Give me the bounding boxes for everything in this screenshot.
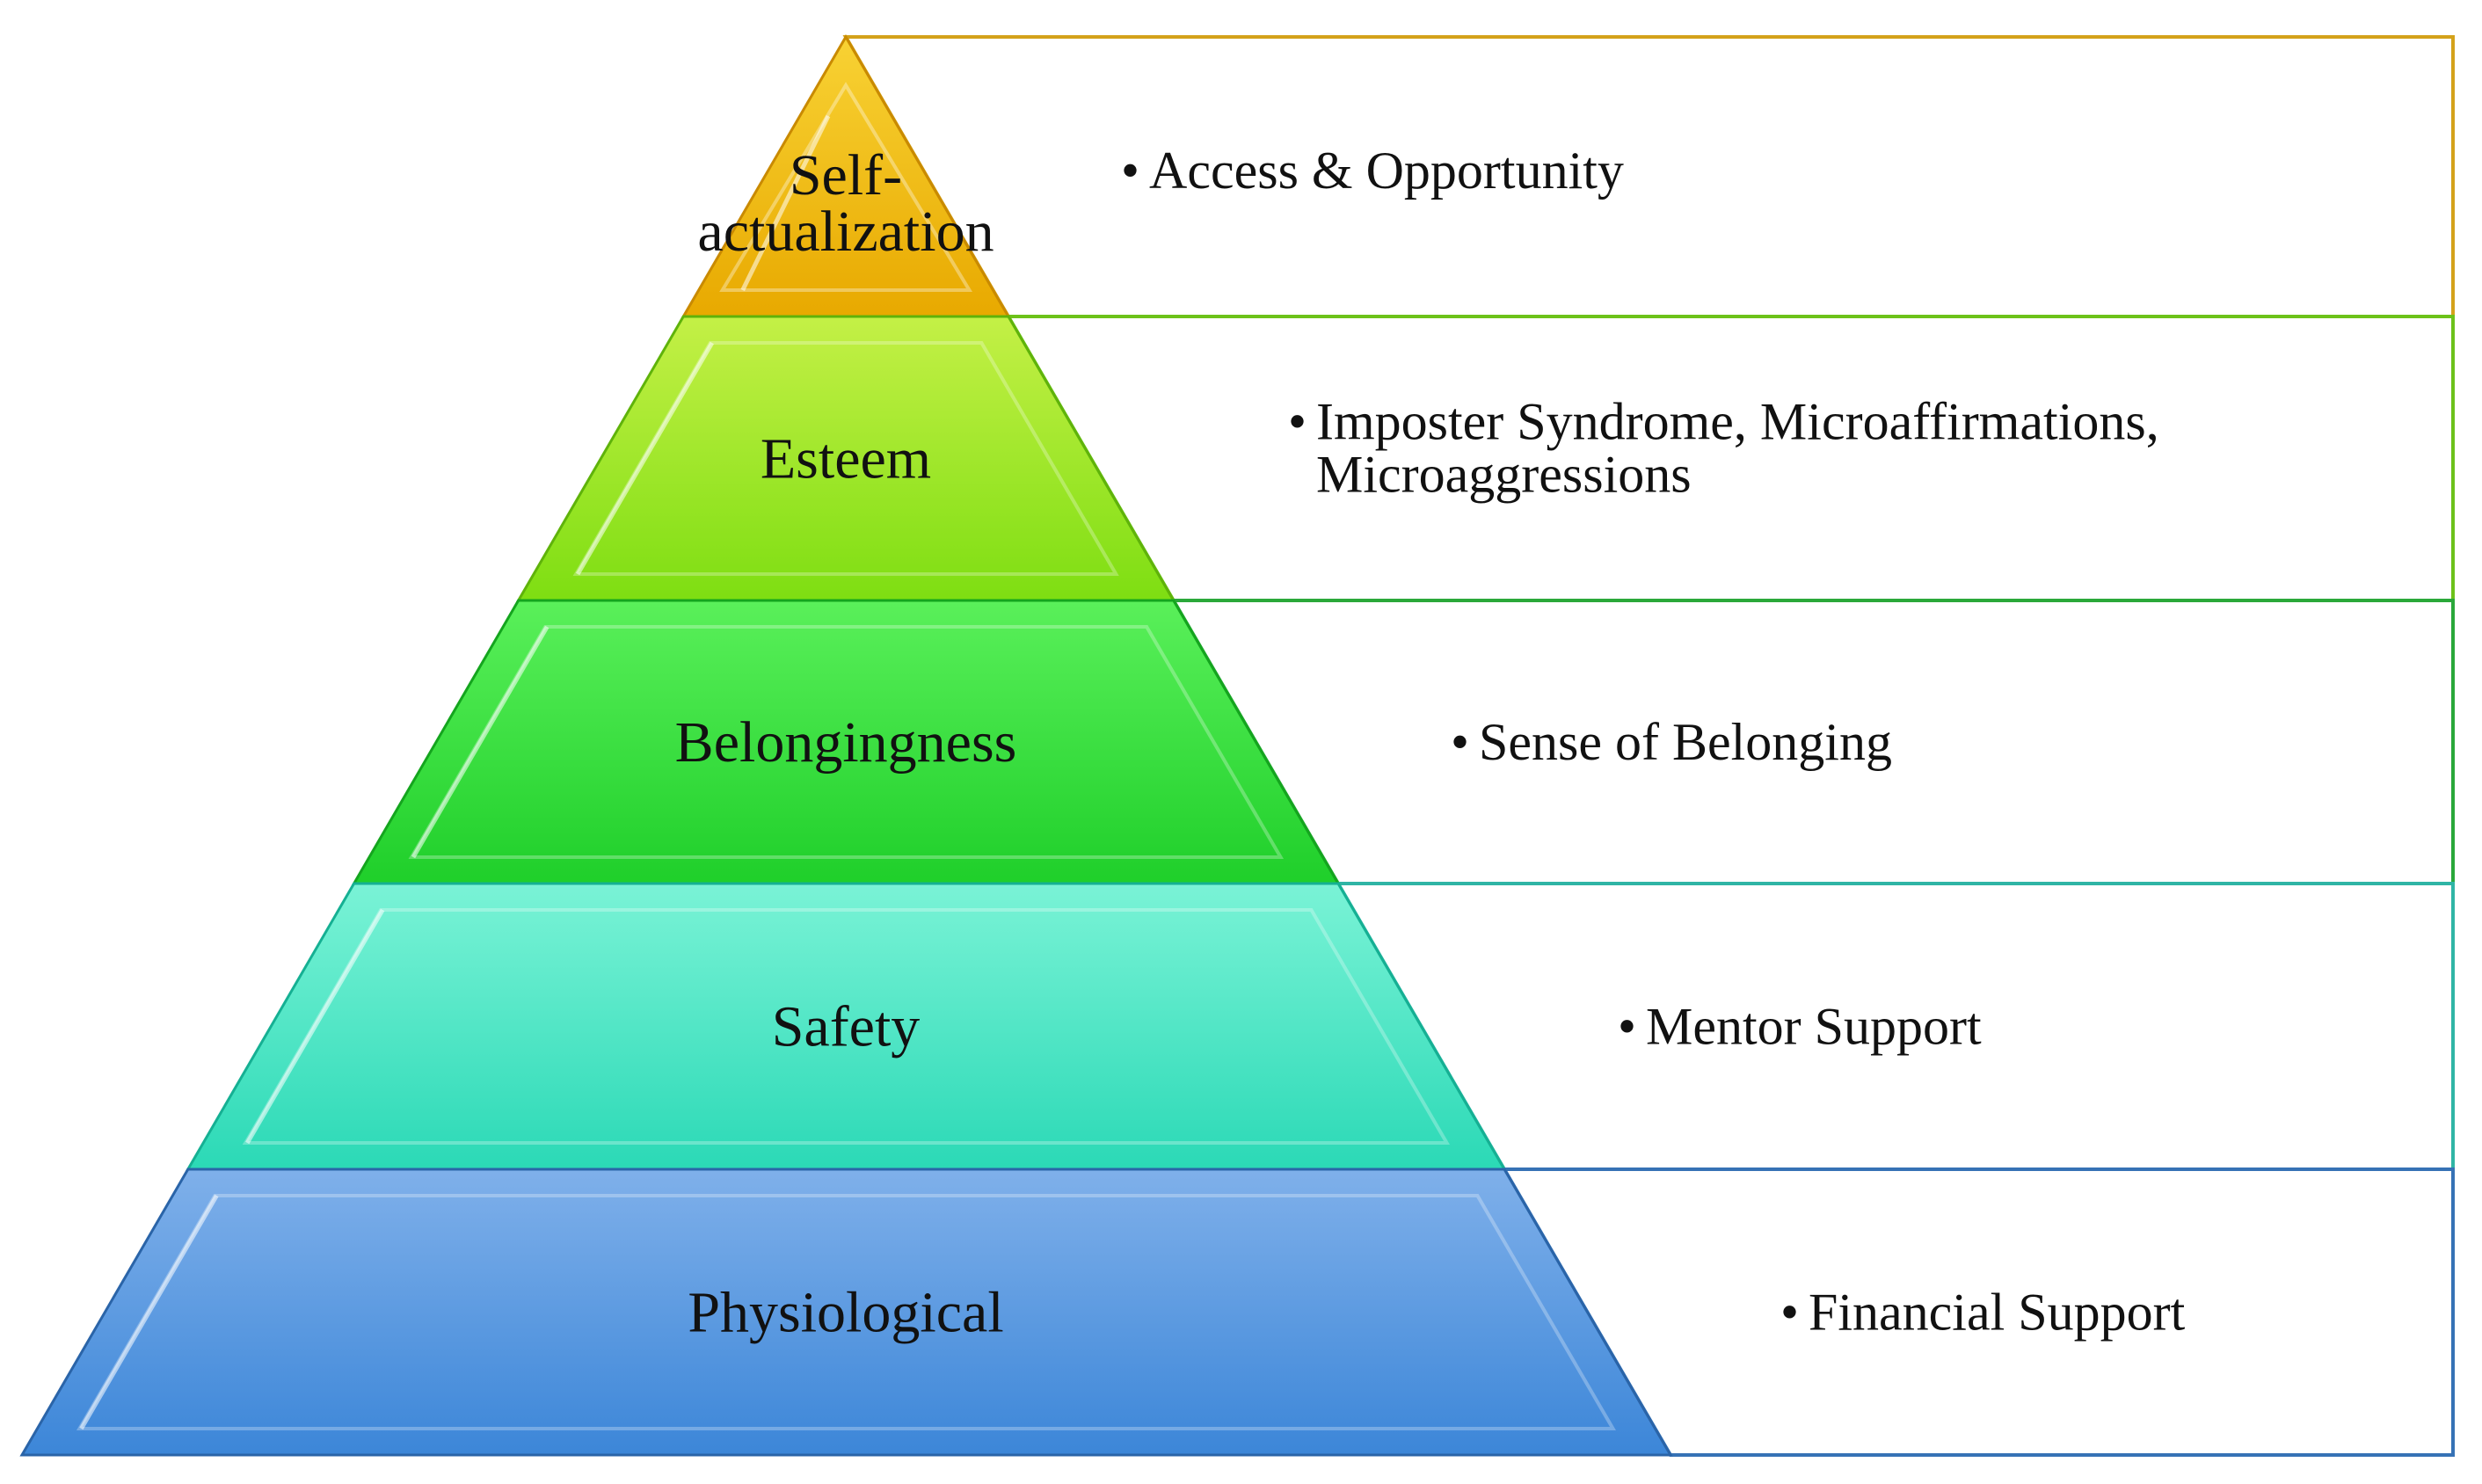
tier-shine <box>79 1194 219 1430</box>
bullet-point: • <box>1288 393 1307 451</box>
description-esteem: Microaggressions <box>1316 446 1692 504</box>
description-physiological: Financial Support <box>1809 1284 2186 1342</box>
description-self-actualization: Access & Opportunity <box>1149 142 1624 200</box>
need-description-panels <box>842 35 2455 1457</box>
tier-shine <box>575 341 715 576</box>
tier-label-belongingness: Belongingness <box>675 710 1017 775</box>
description-safety: Mentor Support <box>1646 998 1982 1056</box>
bullet-point: • <box>1780 1284 1799 1342</box>
need-descriptions: •Access & Opportunity•Imposter Syndrome,… <box>1121 142 2186 1342</box>
description-belongingness: Sense of Belonging <box>1479 713 1892 771</box>
tier-physiological <box>19 1168 1673 1457</box>
tier-shine <box>411 625 550 859</box>
tier-label-self-actualization: Self- <box>790 143 902 207</box>
bullet-point: • <box>1618 998 1636 1056</box>
tier-bevel <box>719 82 973 292</box>
tier-label-esteem: Esteem <box>761 427 931 491</box>
tier-labels: Self-actualizationEsteemBelongingnessSaf… <box>675 143 1017 1345</box>
panel-self-actualization <box>842 35 2455 318</box>
tier-shine <box>245 908 385 1145</box>
panel-esteem <box>1005 315 2455 602</box>
pyramid <box>19 34 1673 1457</box>
tier-label-safety: Safety <box>772 995 921 1059</box>
description-esteem: Imposter Syndrome, Microaffirmations, <box>1316 393 2159 451</box>
tier-shine <box>740 114 831 292</box>
tier-label-self-actualization: actualization <box>697 200 994 264</box>
tier-label-physiological: Physiological <box>688 1281 1003 1345</box>
bullet-point: • <box>1121 142 1139 200</box>
bullet-point: • <box>1451 713 1469 771</box>
